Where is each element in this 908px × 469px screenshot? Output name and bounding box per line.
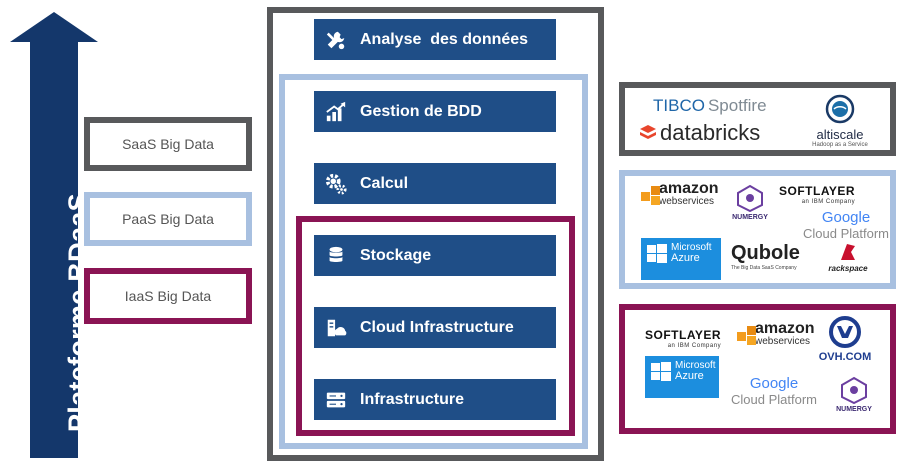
amazon-text: amazon [755,320,815,337]
windows-icon [647,244,667,263]
rackspace-text: rackspace [828,264,868,273]
amazon-ws-text: webservices [659,196,715,207]
logos-iaas-panel: SOFTLAYER an IBM Company amazon webservi… [619,304,896,434]
stack-gestion-label: Gestion de BDD [360,102,482,120]
numergy-text: NUMERGY [732,214,768,221]
stack-stockage: Stockage [314,235,556,276]
stack-calcul: Calcul [314,163,556,204]
google-cp-text: Cloud Platform [803,226,889,241]
stack-cloud-infra-label: Cloud Infrastructure [360,318,514,336]
level-paas: PaaS Big Data [84,192,252,246]
level-iaas: IaaS Big Data [84,268,252,324]
databricks-logo: databricks [639,120,760,146]
softlayer-text: SOFTLAYER [645,328,722,342]
numergy-logo-iaas: NUMERGY [831,376,877,413]
logos-paas-panel: amazon webservices NUMERGY SOFTLAYER an … [619,170,896,289]
aws-logo-iaas: amazon webservices [735,320,815,348]
numergy-icon [841,376,867,405]
windows-icon [651,362,671,381]
platform-arrow: Plateforme BDaaS [8,12,100,458]
stack-frame-paas [279,74,588,449]
tools-icon [324,28,348,52]
ovh-icon [829,316,861,348]
rackspace-logo: rackspace [821,240,875,273]
stack-analyse: Analyse des données [314,19,556,60]
altiscale-text: altiscale [816,127,864,142]
level-paas-label: PaaS Big Data [122,211,214,227]
google-cp-text: Cloud Platform [731,392,817,407]
azure-logo-paas: Microsoft Azure [641,238,721,280]
numergy-logo-paas: NUMERGY [727,184,773,221]
google-cloud-logo-paas: Google Cloud Platform [801,210,891,242]
softlayer-logo-paas: SOFTLAYER an IBM Company [779,184,856,208]
google-cloud-logo-iaas: Google Cloud Platform [729,376,819,408]
google-text: Google [749,375,799,392]
stack-infrastructure: Infrastructure [314,379,556,420]
stack-gestion: Gestion de BDD [314,91,556,132]
gears-icon [324,172,348,196]
ovh-text: OVH.COM [818,351,872,363]
aws-cubes-icon [737,326,756,345]
qubole-sub-text: The Big Data SaaS Company [731,265,797,271]
azure-text: Azure [675,370,704,382]
numergy-icon [737,184,763,213]
databricks-icon [640,125,656,139]
azure-microsoft-text: Microsoft [671,242,712,253]
numergy-text: NUMERGY [836,406,872,413]
stack-frame-iaas [296,216,575,436]
level-saas: SaaS Big Data [84,117,252,171]
ovh-logo: OVH.COM [815,316,875,363]
softlayer-sub-text: an IBM Company [667,343,722,349]
stack-frame-saas [267,7,604,461]
stack-calcul-label: Calcul [360,174,409,192]
aws-cubes-icon [641,186,660,205]
softlayer-text: SOFTLAYER [779,184,856,198]
stack-infrastructure-label: Infrastructure [360,390,465,408]
qubole-logo: Qubole The Big Data SaaS Company [731,242,800,271]
google-text: Google [821,209,871,226]
altiscale-sub-text: Hadoop as a Service [812,142,868,148]
softlayer-sub-text: an IBM Company [801,199,856,205]
azure-logo-iaas: Microsoft Azure [645,356,719,398]
rackspace-icon [841,244,855,260]
arrow-shape [10,12,98,458]
altiscale-logo: altiscale Hadoop as a Service [805,94,875,148]
stack-analyse-label: Analyse des données [360,30,529,48]
chart-growth-icon [324,100,348,124]
level-saas-label: SaaS Big Data [122,136,214,152]
spotfire-text: Spotfire [707,96,767,115]
stack-cloud-infra: Cloud Infrastructure [314,307,556,348]
databricks-text: databricks [660,120,761,145]
database-icon [324,244,348,268]
server-cloud-icon [324,316,348,340]
softlayer-logo-iaas: SOFTLAYER an IBM Company [645,328,722,352]
amazon-text: amazon [659,180,719,197]
azure-text: Azure [671,252,700,264]
tibco-text: TIBCO [653,96,705,115]
server-rack-icon [324,388,348,412]
stack-stockage-label: Stockage [360,246,432,264]
aws-logo-paas: amazon webservices [639,180,719,208]
altiscale-icon [825,94,855,124]
level-iaas-label: IaaS Big Data [124,288,212,304]
qubole-text: Qubole [731,242,800,264]
azure-microsoft-text: Microsoft [675,360,716,371]
amazon-ws-text: webservices [755,336,811,347]
